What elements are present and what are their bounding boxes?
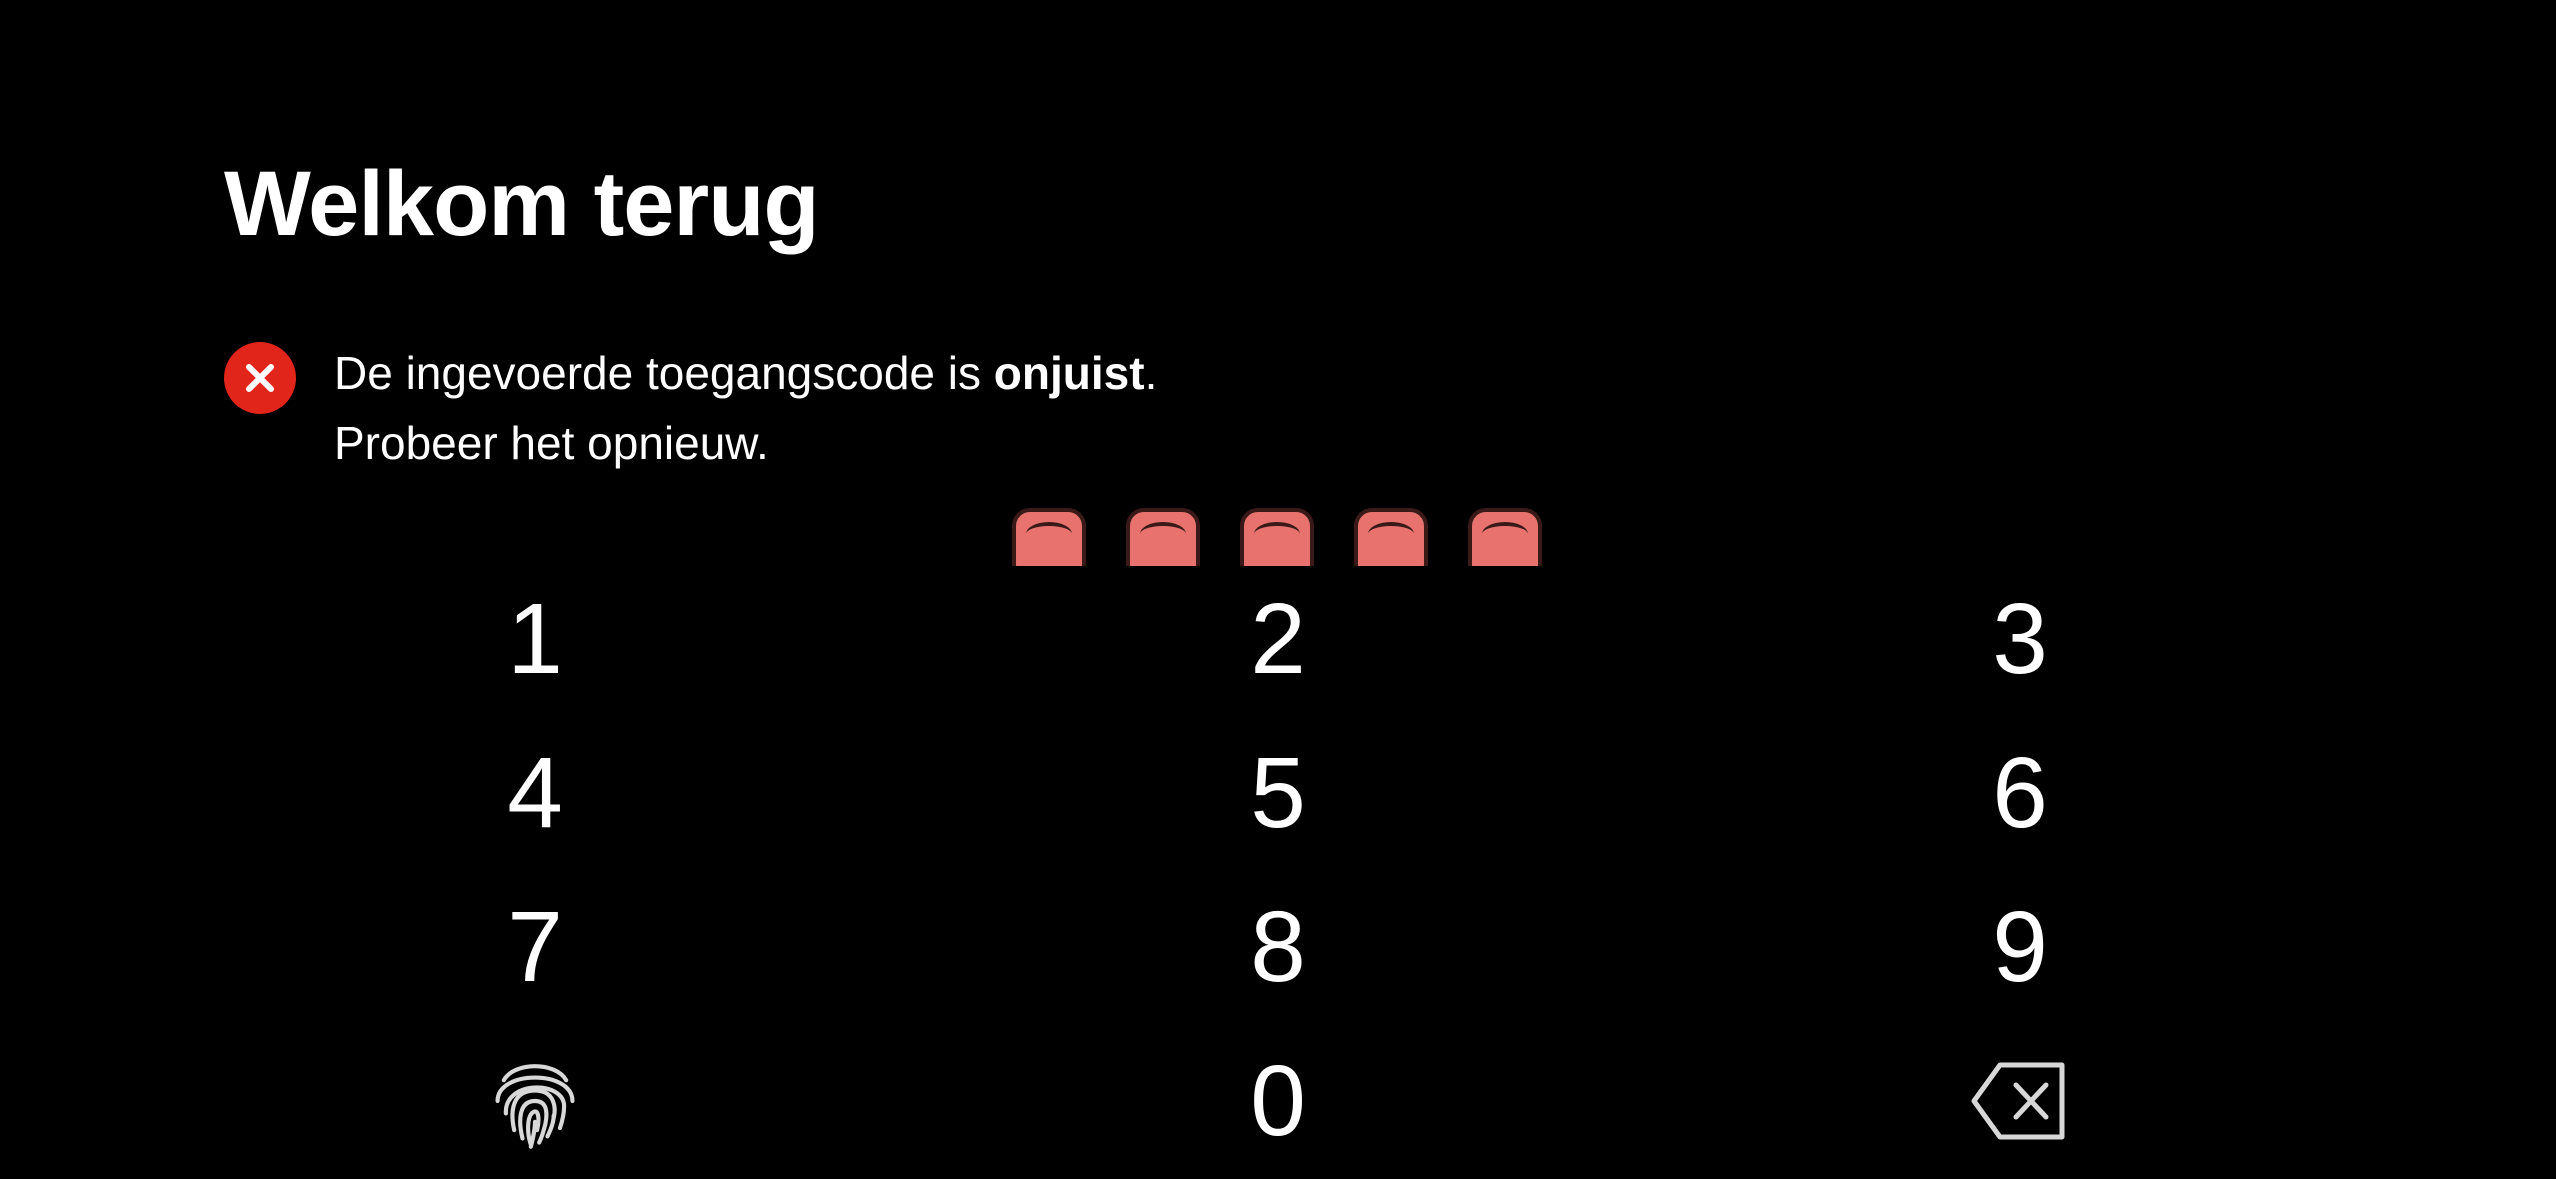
error-icon [224,342,296,414]
key-9[interactable]: 9 [1870,872,2170,1022]
key-5[interactable]: 5 [1128,718,1428,868]
backspace-icon [1971,1062,2065,1140]
pin-dot-filled [1354,508,1428,566]
pin-dot-filled [1012,508,1086,566]
error-line-2: Probeer het opnieuw. [334,417,769,469]
pin-dot-filled [1468,508,1542,566]
key-7[interactable]: 7 [385,872,685,1022]
error-message: De ingevoerde toegangscode is onjuist. P… [224,338,1157,478]
pin-indicator-area [0,500,2556,566]
key-6[interactable]: 6 [1870,718,2170,868]
biometric-button[interactable] [385,1026,685,1176]
key-1[interactable]: 1 [385,564,685,714]
pin-dots [1012,508,1542,566]
close-icon [246,364,274,392]
delete-button[interactable] [1870,1026,2170,1176]
key-0[interactable]: 0 [1128,1026,1428,1176]
error-line-1: De ingevoerde toegangscode is onjuist. [334,347,1158,399]
key-8[interactable]: 8 [1128,872,1428,1022]
page-title: Welkom terug [224,153,820,255]
fingerprint-icon [495,1064,575,1149]
error-text: De ingevoerde toegangscode is onjuist. P… [334,338,1157,478]
key-4[interactable]: 4 [385,718,685,868]
error-emphasis: onjuist [993,347,1145,399]
numeric-keypad: 1 2 3 4 5 6 7 8 9 0 [0,564,2556,1179]
pin-dot-filled [1240,508,1314,566]
pin-dot-filled [1126,508,1200,566]
key-3[interactable]: 3 [1870,564,2170,714]
key-2[interactable]: 2 [1128,564,1428,714]
